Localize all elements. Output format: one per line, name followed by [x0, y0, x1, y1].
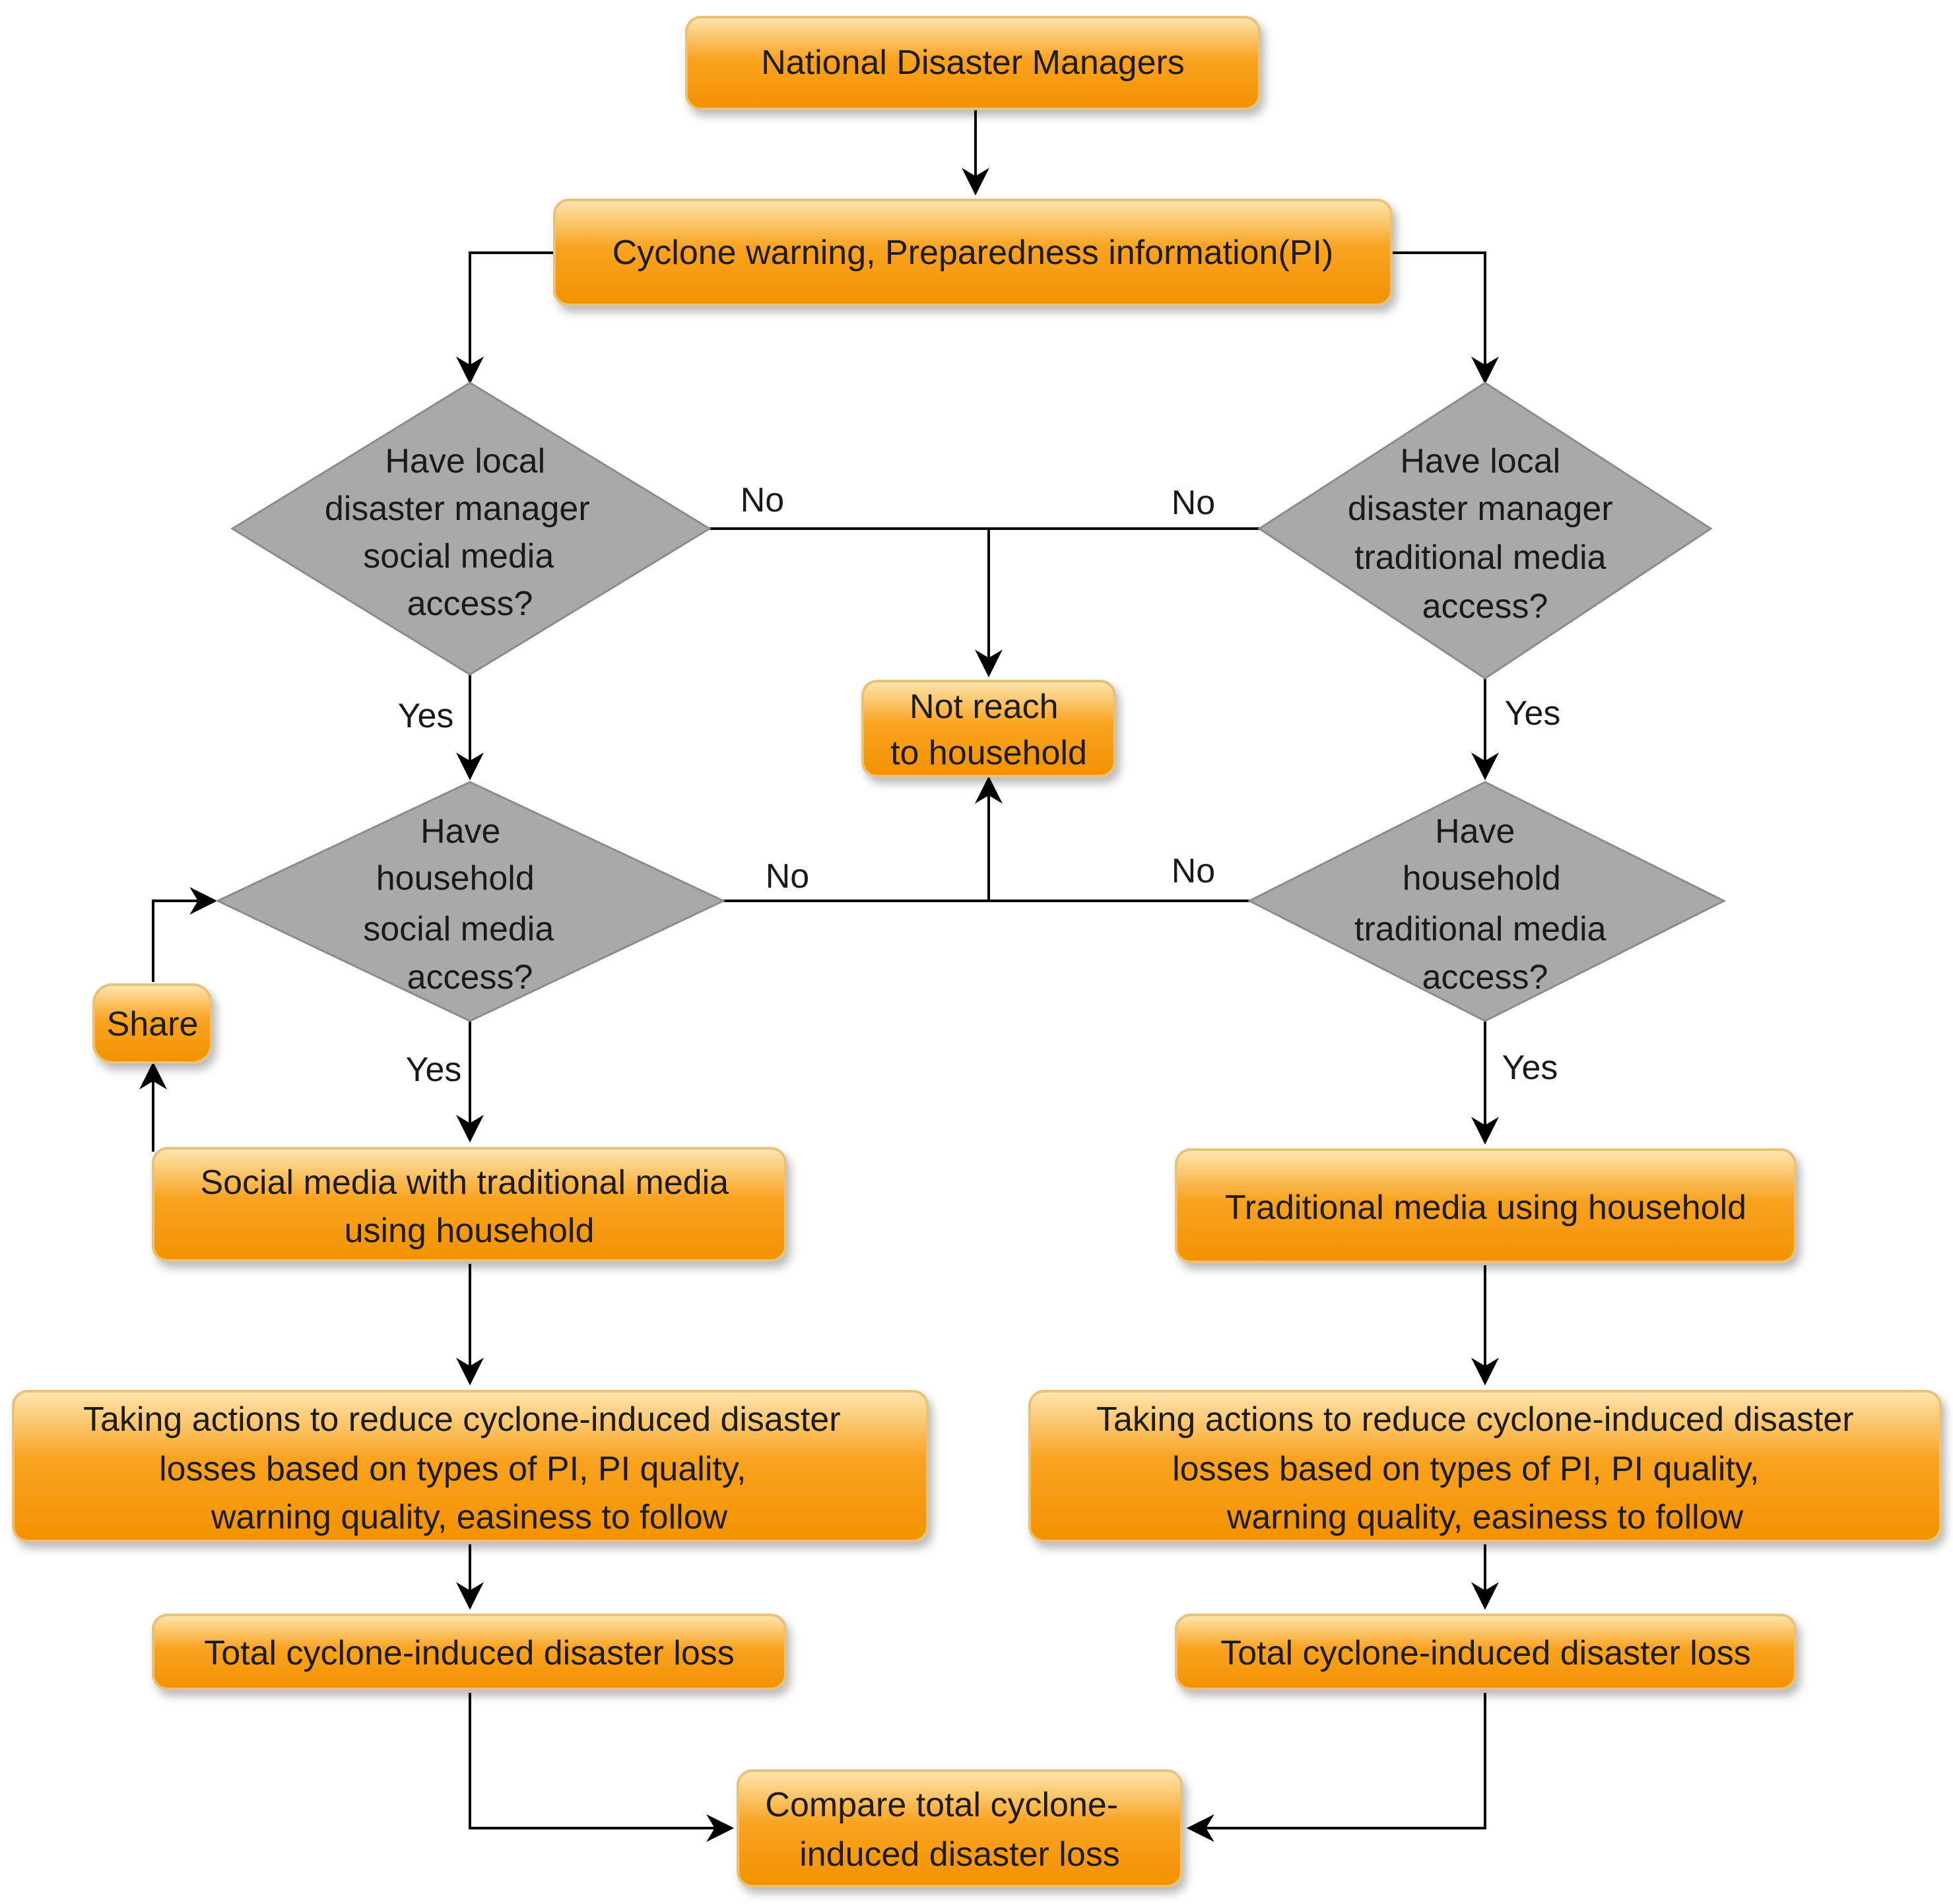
- decision-local-social-line-4: access?: [407, 585, 533, 623]
- decision-household-social-line-4: access?: [407, 958, 533, 997]
- edge-warning-to-local-social: [456, 251, 554, 385]
- edge-loss-right-to-compare: [1186, 1693, 1486, 1842]
- decision-household-traditional-line-3: traditional media: [1354, 910, 1606, 948]
- box-compare-line-2: induced disaster loss: [799, 1835, 1120, 1874]
- decision-local-traditional-line-2: disaster manager: [1348, 490, 1613, 528]
- box-actions-right-text: Taking actions to reduce cyclone-induced…: [1096, 1400, 1863, 1536]
- box-compare-line-1: Compare total cyclone-: [765, 1786, 1118, 1824]
- label-no-household-social: No: [766, 857, 809, 896]
- box-not-reach: Not reach to household: [861, 680, 1116, 777]
- box-social-traditional-household-line-2: using household: [345, 1212, 595, 1250]
- decision-local-traditional: Have local disaster manager traditional …: [1257, 381, 1713, 680]
- edge-warning-to-local-traditional: [1391, 251, 1499, 385]
- box-actions-left: Taking actions to reduce cyclone-induced…: [12, 1390, 929, 1542]
- box-total-loss-left: Total cyclone-induced disaster loss: [152, 1614, 787, 1690]
- box-actions-right-line-2: losses based on types of PI, PI quality,: [1172, 1450, 1759, 1488]
- decision-local-social-text: Have local disaster manager social media…: [325, 442, 599, 623]
- label-no-local-traditional: No: [1172, 484, 1215, 522]
- box-traditional-household: Traditional media using household: [1175, 1148, 1797, 1263]
- edge-local-social-no: [710, 527, 1003, 678]
- decision-household-social-line-1: Have: [420, 812, 500, 851]
- box-total-loss-right-text: Total cyclone-induced disaster loss: [1220, 1634, 1751, 1672]
- label-yes-local-traditional: Yes: [1505, 694, 1561, 733]
- edge-labels: No No Yes Yes No No Yes Yes: [398, 481, 1561, 1089]
- decision-household-traditional-text: Have household traditional media access?: [1354, 812, 1616, 997]
- decision-household-social: Have household social media access?: [215, 781, 726, 1022]
- box-national-managers: National Disaster Managers: [685, 16, 1261, 110]
- box-compare-text: Compare total cyclone- induced disaster …: [765, 1786, 1127, 1874]
- box-not-reach-line-1: Not reach: [910, 688, 1058, 726]
- connectors: [139, 109, 1499, 1842]
- decision-household-traditional: Have household traditional media access?: [1247, 781, 1727, 1022]
- decision-local-social-shape: [230, 381, 712, 676]
- decision-household-traditional-line-4: access?: [1422, 958, 1548, 997]
- decision-local-traditional-line-3: traditional media: [1354, 539, 1606, 577]
- decision-household-social-line-2: household: [376, 859, 535, 898]
- box-compare: Compare total cyclone- induced disaster …: [737, 1769, 1183, 1888]
- box-social-traditional-household: Social media with traditional media usin…: [152, 1147, 787, 1262]
- box-total-loss-right: Total cyclone-induced disaster loss: [1175, 1614, 1797, 1690]
- box-social-traditional-household-text: Social media with traditional media usin…: [200, 1164, 738, 1250]
- decision-household-traditional-line-2: household: [1403, 859, 1561, 898]
- box-actions-right-line-3: warning quality, easiness to follow: [1226, 1498, 1744, 1536]
- label-yes-local-social: Yes: [398, 697, 454, 735]
- decision-local-traditional-text: Have local disaster manager traditional …: [1348, 442, 1622, 626]
- box-social-traditional-household-line-1: Social media with traditional media: [200, 1164, 729, 1202]
- decision-household-social-text: Have household social media access?: [363, 812, 563, 997]
- box-cyclone-warning: Cyclone warning, Preparedness informatio…: [553, 199, 1393, 306]
- decision-local-traditional-line-1: Have local: [1400, 442, 1560, 480]
- box-actions-left-line-3: warning quality, easiness to follow: [211, 1498, 728, 1536]
- decision-local-social: Have local disaster manager social media…: [230, 381, 712, 676]
- label-yes-household-traditional: Yes: [1502, 1049, 1558, 1087]
- decision-local-traditional-shape: [1257, 381, 1713, 680]
- decision-household-social-shape: [215, 781, 726, 1022]
- decision-household-traditional-shape: [1247, 781, 1727, 1022]
- label-no-local-social: No: [741, 481, 784, 519]
- box-share: Share: [92, 983, 213, 1064]
- box-actions-right-line-1: Taking actions to reduce cyclone-induced…: [1096, 1400, 1854, 1439]
- decision-local-social-line-2: disaster manager: [325, 490, 590, 528]
- box-not-reach-line-2: to household: [890, 734, 1087, 772]
- box-not-reach-text: Not reach to household: [890, 688, 1087, 772]
- box-national-managers-text: National Disaster Managers: [761, 44, 1185, 82]
- decision-local-traditional-line-4: access?: [1422, 587, 1548, 626]
- box-actions-right: Taking actions to reduce cyclone-induced…: [1028, 1390, 1942, 1542]
- edge-loss-left-to-compare: [469, 1693, 735, 1842]
- box-total-loss-left-text: Total cyclone-induced disaster loss: [204, 1634, 735, 1672]
- decision-local-social-line-1: Have local: [385, 442, 545, 480]
- decision-local-social-line-3: social media: [363, 537, 554, 575]
- label-yes-household-social: Yes: [406, 1051, 462, 1089]
- label-no-household-traditional: No: [1172, 852, 1215, 890]
- box-actions-left-line-1: Taking actions to reduce cyclone-induced…: [83, 1400, 841, 1439]
- edge-share-to-household-social: [152, 887, 218, 982]
- box-actions-left-text: Taking actions to reduce cyclone-induced…: [83, 1400, 850, 1536]
- decision-household-traditional-line-1: Have: [1435, 812, 1515, 851]
- decision-household-social-line-3: social media: [363, 910, 554, 948]
- box-cyclone-warning-text: Cyclone warning, Preparedness informatio…: [612, 234, 1334, 272]
- box-traditional-household-text: Traditional media using household: [1225, 1189, 1746, 1227]
- box-share-text: Share: [107, 1005, 199, 1043]
- box-actions-left-line-2: losses based on types of PI, PI quality,: [159, 1450, 746, 1488]
